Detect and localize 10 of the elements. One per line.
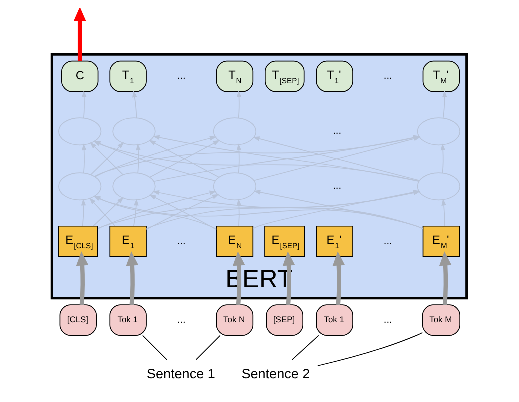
label: ... bbox=[384, 314, 392, 326]
node-text: Sentence 1 bbox=[146, 366, 216, 382]
label: ... bbox=[177, 236, 186, 248]
node-text: Sentence 2 bbox=[242, 366, 310, 382]
label: ... bbox=[384, 236, 392, 248]
label: ... bbox=[333, 181, 342, 192]
label: ... bbox=[177, 314, 186, 326]
label: ... bbox=[333, 126, 342, 138]
label: ... bbox=[384, 71, 392, 82]
label: ... bbox=[177, 71, 186, 82]
